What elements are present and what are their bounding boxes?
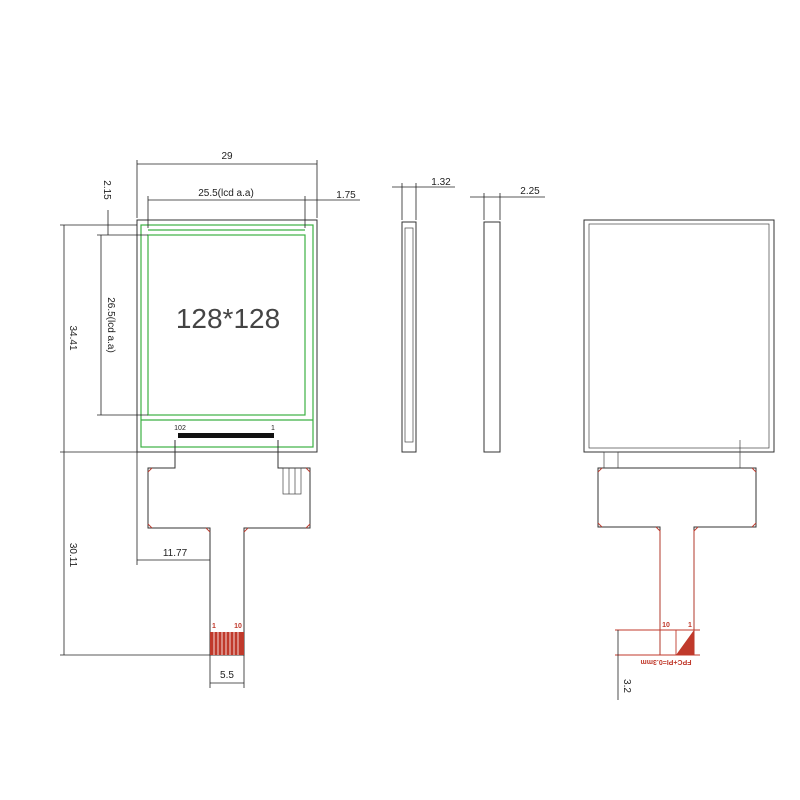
- back-view: 10 1 FPC+PI=0.3mm 3.2: [583, 219, 775, 700]
- dim-lcd-aa-width: 25.5(lcd a.a): [198, 188, 254, 199]
- dim-lcd-aa-height: 26.5(lcd a.a): [105, 297, 116, 353]
- side-view-1: 1.32: [392, 177, 455, 453]
- dim-overall-width: 29: [221, 151, 233, 162]
- lcd-glass: [140, 224, 314, 448]
- back-pin-10: 10: [662, 622, 670, 629]
- side-view-2: 2.25: [470, 186, 545, 453]
- front-view: 128*128 102 1 1 10 29: [60, 151, 360, 688]
- fpc-gold-fingers: [210, 632, 244, 655]
- resolution-label: 128*128: [176, 303, 280, 334]
- back-pin-1: 1: [688, 622, 692, 629]
- dim-right-margin: 1.75: [336, 190, 356, 201]
- lcd-active-area: [147, 234, 306, 416]
- dim-fpc-width: 5.5: [220, 670, 234, 681]
- back-fpc-cable: [597, 467, 757, 656]
- module-outline: [136, 219, 318, 453]
- fpc-pin-1: 1: [212, 623, 216, 630]
- fpc-thickness-label: FPC+PI=0.3mm: [641, 658, 692, 665]
- dim-fpc-offset: 11.77: [163, 548, 188, 559]
- pin1-marker: [676, 630, 694, 655]
- dim-side-thickness-2: 2.25: [520, 186, 540, 197]
- pin-label-1: 1: [271, 425, 275, 432]
- driver-ic: [178, 433, 274, 438]
- pin-label-102: 102: [174, 425, 186, 432]
- fpc-corner-marks: [147, 467, 311, 533]
- dim-top-margin: 2.15: [101, 180, 112, 200]
- fpc-pin-10: 10: [234, 623, 242, 630]
- fpc-connector: [282, 467, 302, 495]
- dim-side-thickness-1: 1.32: [431, 177, 451, 188]
- back-outline: [583, 219, 775, 453]
- dim-fpc-tab: 3.2: [621, 679, 632, 693]
- dim-overall-height: 34.41: [67, 325, 78, 350]
- dim-fpc-length: 30.11: [67, 543, 78, 568]
- back-hatch-area: [588, 223, 770, 449]
